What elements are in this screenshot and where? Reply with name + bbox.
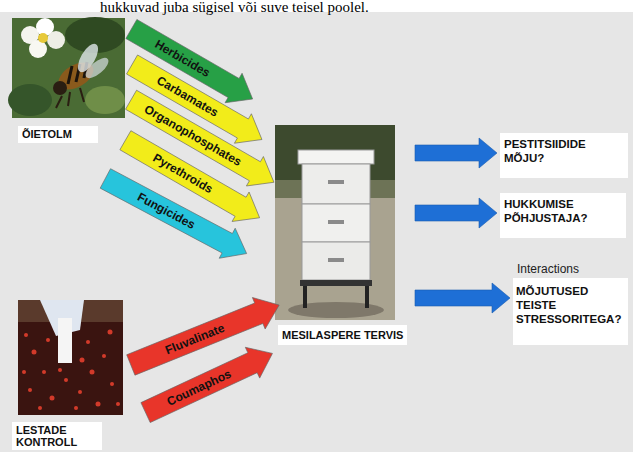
hive-photo — [275, 125, 395, 320]
question-box: MÕJUTUSED TEISTE STRESSORITEGA? — [513, 278, 628, 345]
box-text: PESTITSIIDIDE MÕJU? — [504, 137, 624, 165]
hive-label: MESILASPERE TERVIS — [278, 325, 407, 345]
flow-arrow — [415, 198, 497, 228]
box-text: ÕIETOLM — [22, 128, 94, 141]
question-box: PESTITSIIDIDE MÕJU? — [500, 133, 628, 178]
mite-photo — [18, 300, 123, 415]
box-text: LESTADE KONTROLL — [16, 424, 98, 448]
bee-photo — [8, 17, 125, 118]
flow-arrow — [415, 283, 510, 313]
photo-label: LESTADE KONTROLL — [12, 422, 102, 450]
photo-label: ÕIETOLM — [18, 126, 98, 143]
box-text: HUKKUMISE PÕHJUSTAJA? — [504, 197, 622, 225]
flow-arrow — [415, 138, 497, 168]
box-text: MÕJUTUSED TEISTE STRESSORITEGA? — [516, 284, 625, 326]
arrow-outline — [97, 163, 254, 268]
running-text: hukkuvad juba sügisel või suve teisel po… — [100, 0, 369, 16]
hive-region: MESILASPERE TERVIS — [272, 122, 413, 348]
question-box: HUKKUMISE PÕHJUSTAJA? — [500, 193, 626, 238]
arrow-outline — [138, 338, 279, 428]
hidden-caption: Interactions — [517, 262, 579, 276]
